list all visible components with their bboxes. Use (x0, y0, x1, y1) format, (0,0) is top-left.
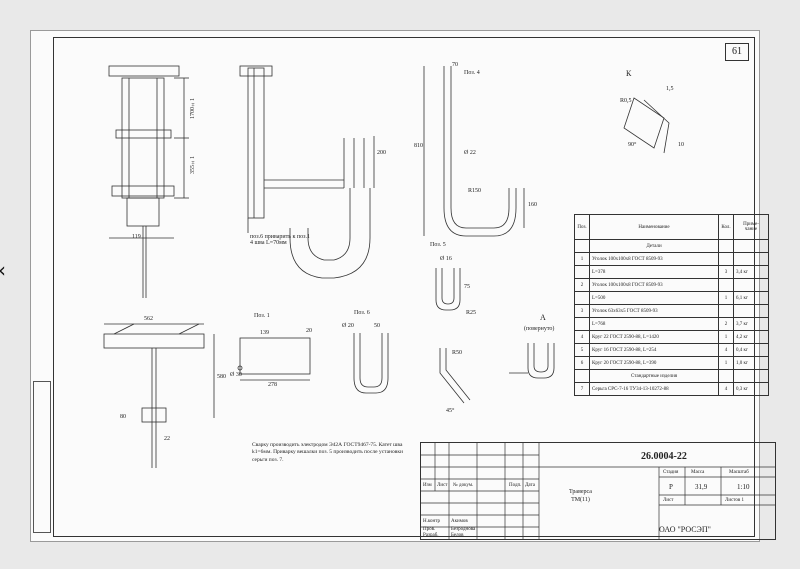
label-view-a: А (540, 313, 546, 322)
label-pos1: Поз. 1 (254, 313, 270, 319)
spec-header-row: Поз. Наименование Кол. Приме- чание (574, 214, 769, 240)
spec-section-details: Детали (589, 239, 719, 253)
stage-label: Стадия (663, 470, 679, 475)
name-3: Белов (451, 533, 464, 538)
label-pos6: Поз. 6 (354, 310, 370, 316)
name-1: Акимов (451, 519, 468, 524)
title-block: 26.0004-22 Траверса ТМ(11) Изм Лист № до… (420, 442, 776, 540)
label-pos4: Поз. 4 (464, 70, 480, 76)
spec-header-name: Наименование (589, 214, 719, 240)
detail-k (623, 97, 670, 154)
front-view (108, 65, 189, 298)
spec-header-pos: Поз. (574, 214, 590, 240)
dim-75: 75 (464, 284, 470, 290)
dim-50: 50 (374, 323, 380, 329)
row-prov: Пров. (423, 527, 436, 532)
dim-139: 139 (260, 330, 269, 336)
specification-table: Поз. Наименование Кол. Приме- чание Дета… (574, 214, 769, 396)
sheet-label: Лист (663, 498, 674, 503)
dim-d30: Ø 30 (230, 372, 242, 378)
dim-10: 10 (678, 142, 684, 148)
dim-r50: R50 (452, 350, 463, 356)
weld-note: поз.6 приварить к поз.1 4 шва L=70мм (250, 234, 310, 246)
label-pos5: Поз. 5 (430, 242, 446, 248)
pos4-hook (423, 66, 525, 237)
dim-580: 580 (217, 374, 226, 380)
dim-70: 70 (452, 62, 458, 68)
drawing-title: Траверса ТМ(11) (569, 489, 592, 503)
organization: ОАО "РОСЭП" (659, 525, 711, 534)
dim-22: 22 (164, 436, 170, 442)
dim-200: 200 (377, 150, 386, 156)
spec-header-note: Приме- чание (733, 214, 769, 240)
stage-value: Р (669, 483, 673, 491)
sheets-label: Листов 1 (725, 498, 745, 503)
dim-d20: Ø 20 (342, 323, 354, 329)
col-izm: Изм (423, 483, 432, 488)
plan-view (103, 323, 215, 468)
dim-810: 810 (414, 143, 423, 149)
name-2: Безроднова (451, 527, 476, 532)
drawing-code: 26.0004-22 (641, 451, 687, 462)
mass-label: Масса (691, 470, 705, 475)
row-kontr: Н.контр (423, 519, 440, 524)
dim-15: 1,5 (666, 86, 674, 92)
dim-160: 160 (528, 202, 537, 208)
technical-drawing (103, 65, 670, 468)
drawing-frame: 61 (53, 37, 776, 540)
col-sign: Подп. (509, 483, 522, 488)
scale-label: Масштаб (729, 470, 749, 475)
dim-80: 80 (120, 414, 126, 420)
dim-d22: Ø 22 (464, 150, 476, 156)
dim-r05: R0,5 (620, 98, 632, 104)
dim-355: 355±1 (190, 156, 196, 174)
dim-20: 20 (306, 328, 312, 334)
dim-45: 45° (446, 408, 455, 414)
view-a (509, 343, 555, 379)
pos1-angle (237, 337, 311, 381)
spec-section-row: Детали (574, 239, 769, 253)
spec-section-row: Стандартные изделия (574, 369, 769, 383)
dim-r150: R150 (468, 188, 482, 194)
dim-278: 278 (268, 382, 277, 388)
chevron-left-icon[interactable]: ‹ (0, 258, 6, 282)
side-view (239, 65, 375, 279)
page-number: 61 (725, 43, 749, 61)
side-stamp-strip (33, 381, 51, 533)
welding-note: Сварку производить электродом Э42А ГОСТ9… (252, 442, 403, 463)
dim-1700: 1700±1 (190, 98, 196, 119)
spec-header-qty: Кол. (718, 214, 734, 240)
title-block-grid (421, 443, 775, 539)
pos6-u-bolt (353, 333, 389, 394)
dim-90: 90° (628, 142, 637, 148)
dim-r25: R25 (466, 310, 477, 316)
label-view-a-rotated: (повернуто) (524, 326, 555, 332)
dim-562: 562 (144, 316, 153, 322)
dim-d16: Ø 16 (440, 256, 452, 262)
mass-value: 31,9 (695, 483, 708, 491)
spec-section-standard: Стандартные изделия (589, 369, 719, 383)
pos5-hanger (435, 268, 471, 404)
dim-119: 119 (132, 234, 141, 240)
col-ndoc: № докум. (453, 483, 474, 488)
scale-value: 1:10 (737, 483, 750, 491)
col-date: Дата (525, 483, 535, 488)
drawing-sheet: 61 (30, 30, 776, 542)
col-list: Лист (437, 483, 448, 488)
label-k: К (626, 69, 632, 78)
row-razr: Разраб. (423, 533, 439, 538)
